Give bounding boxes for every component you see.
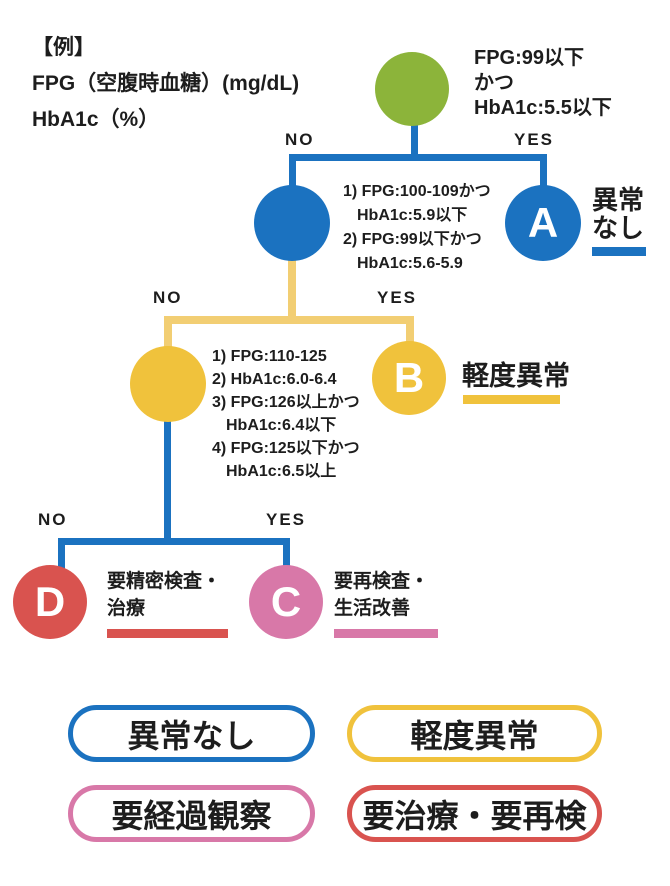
legend-pill-normal[interactable]: 異常なし xyxy=(68,705,315,762)
legend-pill-mild-abnormal[interactable]: 軽度異常 xyxy=(347,705,602,762)
node-a-result-label: 異常 なし xyxy=(592,185,645,243)
connector-level3-yes-drop xyxy=(283,538,290,570)
node-a-underline xyxy=(592,247,646,256)
connector-level2-horizontal xyxy=(164,316,414,324)
node-c-underline xyxy=(334,629,438,638)
node-b-circle: B xyxy=(372,341,446,415)
root-node-circle xyxy=(375,52,449,126)
connector-level3-horizontal xyxy=(58,538,290,545)
header-fpg-line: FPG（空腹時血糖）(mg/dL) xyxy=(32,72,300,95)
branch3-yes-label: YES xyxy=(266,510,307,529)
connector-node3-drop xyxy=(164,419,171,545)
branch2-no-label: NO xyxy=(153,288,183,307)
node-b-result-label: 軽度異常 xyxy=(462,361,570,391)
branch1-yes-label: YES xyxy=(514,130,555,149)
node-d-circle: D xyxy=(13,565,87,639)
root-condition-text: FPG:99以下 かつ HbA1c:5.5以下 xyxy=(474,47,612,119)
connector-level1-horizontal xyxy=(289,154,547,161)
connector-level1-no-drop xyxy=(289,154,296,191)
branch1-no-label: NO xyxy=(285,130,315,149)
node3-circle xyxy=(130,346,206,422)
node-c-result-label: 要再検査・ 生活改善 xyxy=(334,571,430,619)
branch3-no-label: NO xyxy=(38,510,68,529)
connector-root-drop xyxy=(411,122,418,161)
connector-level1-yes-drop xyxy=(540,154,547,191)
node3-condition-text: 1) FPG:110-125 2) HbA1c:6.0-6.4 3) FPG:1… xyxy=(212,348,360,480)
example-tag: 【例】 xyxy=(32,36,95,59)
node2-circle xyxy=(254,185,330,261)
connector-node2-drop xyxy=(288,258,296,322)
connector-level3-no-drop xyxy=(58,538,65,570)
node-c-circle: C xyxy=(249,565,323,639)
node-a-circle: A xyxy=(505,185,581,261)
branch2-yes-label: YES xyxy=(377,288,418,307)
node-c-letter: C xyxy=(270,578,302,625)
node-b-underline xyxy=(463,395,560,404)
legend-pill-follow-up[interactable]: 要経過観察 xyxy=(68,785,315,842)
node-d-result-label: 要精密検査・ 治療 xyxy=(107,571,222,619)
node-b-letter: B xyxy=(393,354,425,401)
node-a-letter: A xyxy=(527,199,559,246)
node-d-letter: D xyxy=(34,578,66,625)
legend-pill-treatment-recheck[interactable]: 要治療・要再検 xyxy=(347,785,602,842)
node2-condition-text: 1) FPG:100-109かつ HbA1c:5.9以下 2) FPG:99以下… xyxy=(343,183,491,272)
connector-level2-yes-drop xyxy=(406,316,414,350)
connector-level2-no-drop xyxy=(164,316,172,350)
header-hba1c-line: HbA1c（%） xyxy=(32,108,160,131)
node-d-underline xyxy=(107,629,228,638)
example-header: 【例】 FPG（空腹時血糖）(mg/dL) HbA1c（%） xyxy=(32,30,299,138)
